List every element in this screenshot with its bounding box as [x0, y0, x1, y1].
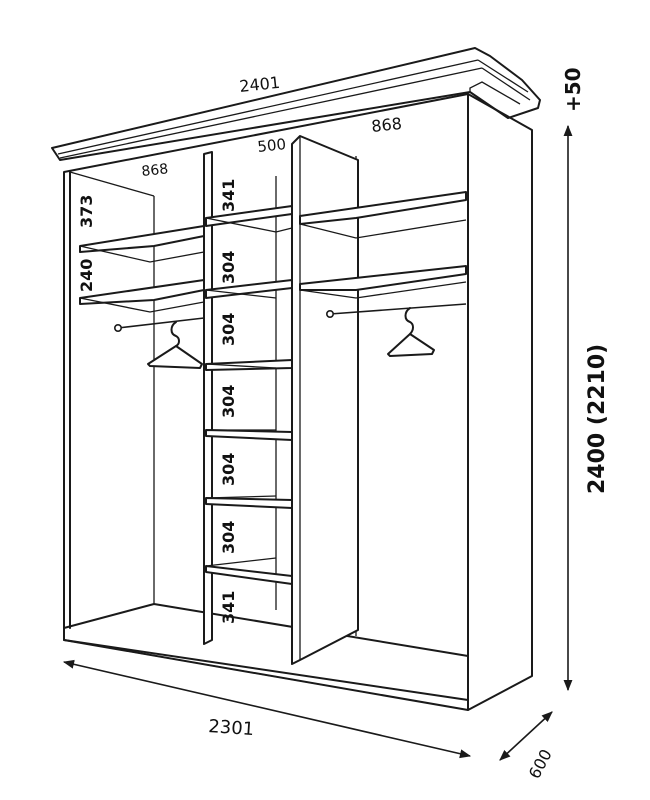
middle-shelf-height-5: 304: [219, 521, 238, 554]
total-height-label: 2400 (2210): [585, 344, 610, 494]
right-compartment: [291, 135, 467, 665]
middle-shelf-height-0: 341: [219, 179, 238, 212]
right-hanger-icon: [387, 307, 435, 357]
middle-section-width-label: 500: [257, 135, 287, 156]
middle-shelf-height-4: 304: [219, 453, 238, 486]
right-hanging-rail: [329, 303, 467, 315]
left-shelf-height-0: 373: [77, 195, 96, 228]
left-shelf-height-1: 240: [77, 259, 96, 292]
left-section-width-label: 868: [141, 161, 169, 180]
middle-shelf-height-3: 304: [219, 385, 238, 418]
cornice: [51, 47, 541, 161]
dimension-lines: [62, 124, 573, 761]
top-width-label: 2401: [238, 73, 280, 96]
left-hanging-rail: [117, 317, 205, 329]
depth-label: 600: [525, 746, 556, 782]
middle-shelf-height-6: 341: [219, 591, 238, 624]
left-hanger-icon: [147, 321, 203, 369]
right-section-width-label: 868: [370, 114, 402, 136]
left-compartment: [79, 225, 205, 369]
middle-shelf-height-2: 304: [219, 313, 238, 346]
bottom-width-label: 2301: [208, 716, 255, 740]
cornice-extra-label: +50: [561, 67, 585, 112]
middle-shelf-height-1: 304: [219, 251, 238, 284]
middle-compartment: [203, 151, 293, 645]
